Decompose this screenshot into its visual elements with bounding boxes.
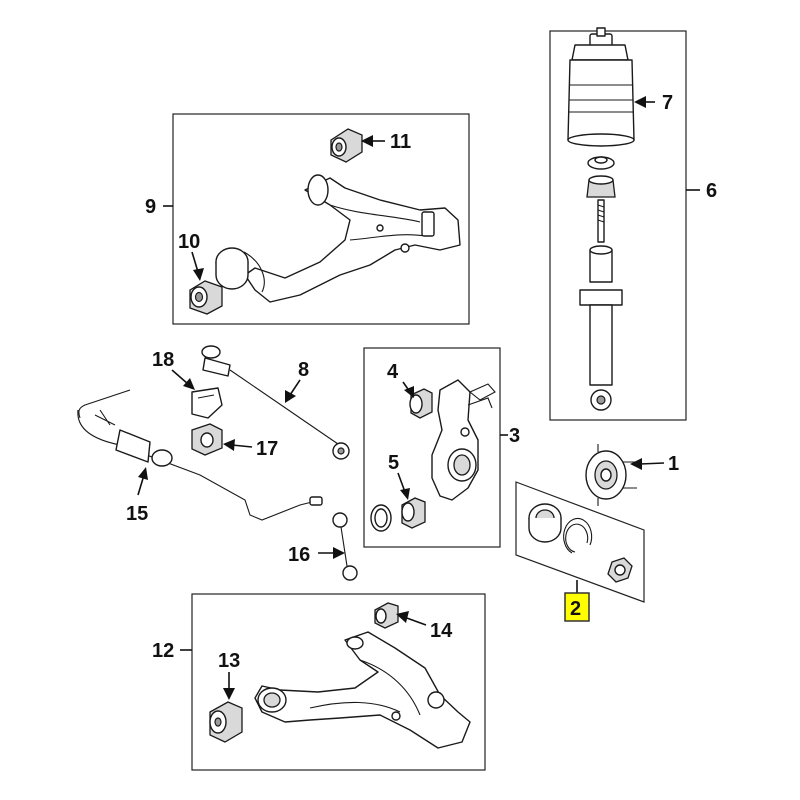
callout-17[interactable]: 17	[256, 438, 278, 460]
callout-18[interactable]: 18	[152, 349, 174, 371]
tension-rod[interactable]	[201, 345, 350, 460]
strut-bump-stop[interactable]	[586, 175, 616, 198]
callout-1[interactable]: 1	[668, 453, 679, 475]
bushing-14[interactable]	[374, 602, 399, 629]
strut-mount-washer[interactable]	[587, 156, 615, 170]
bushing-11[interactable]	[330, 128, 363, 163]
callout-13[interactable]: 13	[218, 650, 240, 672]
shock-absorber[interactable]	[579, 199, 623, 411]
upper-control-arm[interactable]	[244, 174, 461, 303]
callout-2[interactable]: 2	[570, 598, 581, 620]
steering-knuckle[interactable]	[431, 379, 496, 501]
callout-15[interactable]: 15	[126, 503, 148, 525]
callout-10[interactable]: 10	[178, 231, 200, 253]
callout-12[interactable]: 12	[152, 640, 174, 662]
stabilizer-bushing-17[interactable]	[191, 423, 223, 456]
callout-9[interactable]: 9	[145, 196, 156, 218]
lower-control-arm[interactable]	[254, 631, 471, 749]
upper-control-arm-group-frame	[172, 113, 470, 325]
upper-arm-ball-joint-sleeve[interactable]	[215, 247, 265, 293]
axle-nut[interactable]	[607, 557, 633, 583]
bushing-4[interactable]	[409, 388, 433, 419]
snap-ring[interactable]	[563, 517, 593, 554]
lower-control-arm-group-frame	[191, 593, 486, 771]
callout-6[interactable]: 6	[706, 180, 717, 202]
stabilizer-bar[interactable]	[77, 389, 323, 521]
bushing-13[interactable]	[209, 701, 243, 743]
bearing-kit-group-frame	[515, 481, 645, 603]
callout-11[interactable]: 11	[390, 131, 411, 153]
stabilizer-link-16[interactable]	[332, 512, 358, 581]
callout-16[interactable]: 16	[288, 544, 310, 566]
callout-4[interactable]: 4	[387, 361, 399, 383]
callout-5[interactable]: 5	[388, 452, 399, 474]
knuckle-group-frame	[363, 347, 501, 548]
callout-2-highlight	[564, 592, 590, 622]
bushing-5[interactable]	[401, 497, 426, 529]
wheel-bearing[interactable]	[528, 503, 562, 543]
callout-14[interactable]: 14	[430, 620, 453, 642]
wheel-hub[interactable]	[585, 444, 637, 506]
leader-lines	[137, 96, 700, 700]
knuckle-ring[interactable]	[370, 504, 392, 532]
callout-7[interactable]: 7	[662, 92, 673, 114]
stabilizer-bracket-18[interactable]	[191, 387, 223, 419]
air-spring-7[interactable]	[567, 27, 635, 147]
callout-3[interactable]: 3	[509, 425, 520, 447]
callout-8[interactable]: 8	[298, 359, 309, 381]
bushing-10[interactable]	[189, 280, 223, 315]
strut-assembly-group-frame	[549, 30, 687, 421]
